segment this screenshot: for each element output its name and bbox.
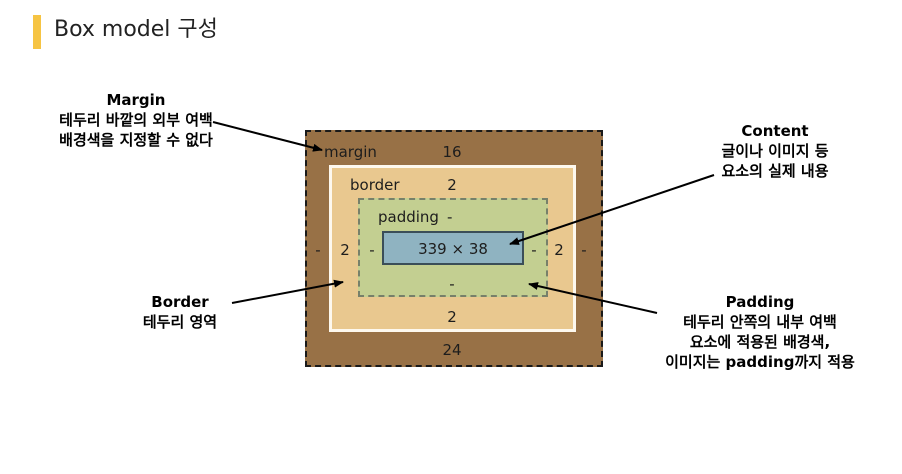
page-title: Box model 구성 [54, 17, 218, 42]
margin-label: margin [324, 143, 377, 161]
padding-annotation-title: Padding [725, 293, 795, 311]
padding-annotation-line: 테두리 안쪽의 내부 여백 [683, 313, 837, 331]
padding-bottom-value: - [449, 275, 455, 293]
padding-right-value: - [531, 241, 537, 259]
margin-annotation-line: 배경색을 지정할 수 없다 [59, 131, 213, 149]
padding-top-value: - [447, 208, 453, 226]
content-arrow [509, 174, 715, 245]
padding-annotation-line: 이미지는 padding까지 적용 [665, 353, 855, 371]
margin-arrow [212, 121, 323, 152]
border-left-value: 2 [340, 241, 350, 259]
content-annotation: Content 글이나 이미지 등 요소의 실제 내용 [690, 121, 860, 181]
border-annotation: Border 테두리 영역 [120, 292, 240, 332]
content-annotation-line: 요소의 실제 내용 [721, 162, 829, 180]
margin-annotation-line: 테두리 바깥의 외부 여백 [59, 111, 213, 129]
margin-annotation: Margin 테두리 바깥의 외부 여백 배경색을 지정할 수 없다 [18, 90, 254, 150]
border-annotation-line: 테두리 영역 [142, 313, 218, 331]
content-size: 339 × 38 [418, 240, 488, 258]
padding-annotation-line: 요소에 적용된 배경색, [689, 333, 831, 351]
border-right-value: 2 [554, 241, 564, 259]
margin-top-value: 16 [442, 143, 462, 161]
margin-right-value: - [581, 241, 587, 259]
padding-label: padding [378, 208, 439, 226]
title-accent-bar [33, 15, 41, 49]
border-top-value: 2 [447, 176, 457, 194]
margin-left-value: - [315, 241, 321, 259]
border-label: border [350, 176, 400, 194]
padding-left-value: - [369, 241, 375, 259]
border-bottom-value: 2 [447, 308, 457, 326]
content-annotation-title: Content [741, 122, 809, 140]
margin-annotation-title: Margin [106, 91, 166, 109]
content-box [382, 231, 524, 265]
content-annotation-line: 글이나 이미지 등 [721, 142, 829, 160]
border-arrow [231, 279, 344, 304]
border-annotation-title: Border [151, 293, 209, 311]
padding-arrow [528, 282, 658, 314]
margin-bottom-value: 24 [442, 341, 462, 359]
padding-annotation: Padding 테두리 안쪽의 내부 여백 요소에 적용된 배경색, 이미지는 … [640, 292, 880, 372]
